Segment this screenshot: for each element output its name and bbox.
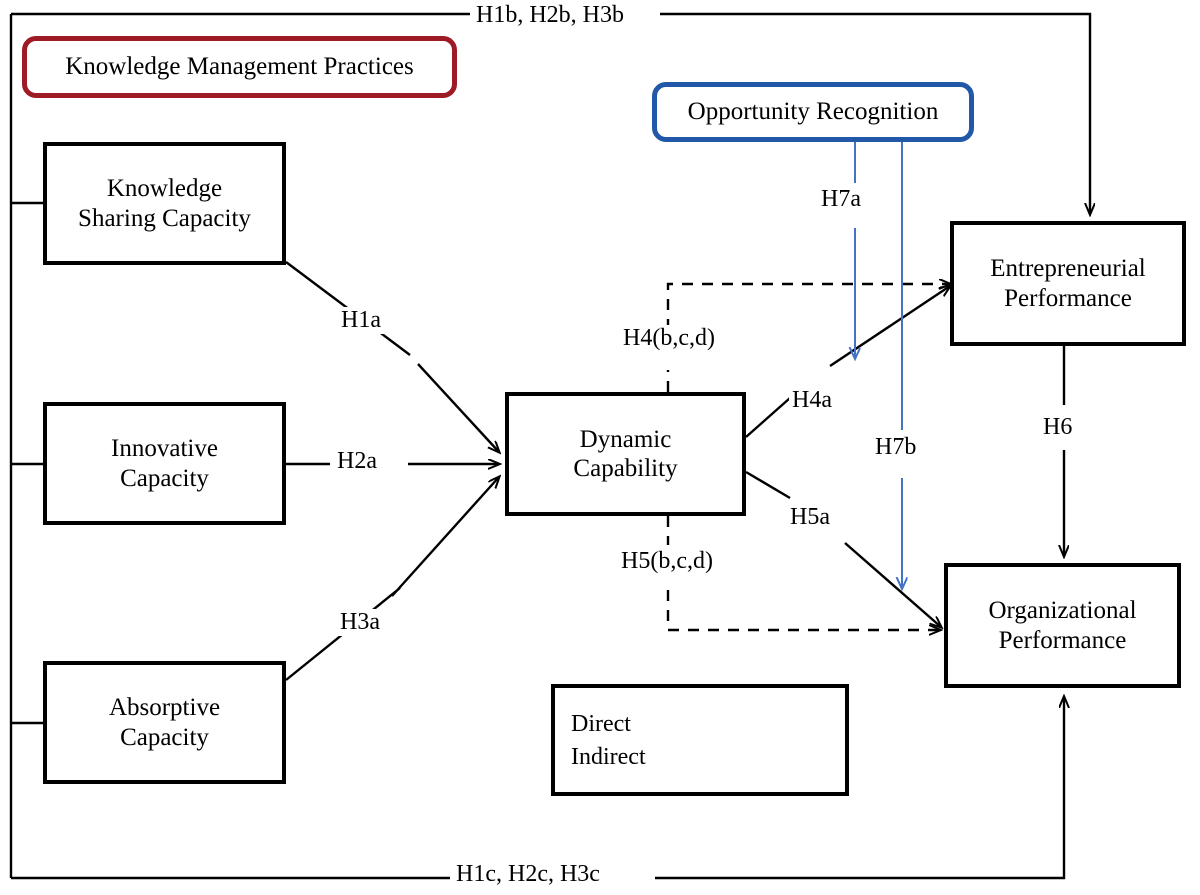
node-absorptive-capacity[interactable]: Absorptive Capacity xyxy=(43,661,286,784)
edge-h5a xyxy=(745,470,941,627)
node-dynamic-capability[interactable]: Dynamic Capability xyxy=(505,392,746,516)
legend-panel xyxy=(551,684,849,796)
edge-h3a xyxy=(285,477,499,681)
node-knowledge-sharing-capacity[interactable]: Knowledge Sharing Capacity xyxy=(43,142,286,265)
label-h4a: H4a xyxy=(789,387,835,414)
label-h2a: H2a xyxy=(334,448,380,475)
edge-h4bcd xyxy=(666,284,950,392)
label-h7a: H7a xyxy=(818,186,864,213)
legend-direct-label: Direct xyxy=(571,711,631,737)
node-innovative-capacity[interactable]: Innovative Capacity xyxy=(43,402,286,525)
label-h1a: H1a xyxy=(338,307,384,334)
label-h5bcd: H5(b,c,d) xyxy=(618,548,716,575)
node-knowledge-management-practices[interactable]: Knowledge Management Practices xyxy=(22,36,457,98)
node-entrepreneurial-performance[interactable]: Entrepreneurial Performance xyxy=(950,221,1186,346)
legend-indirect-row: Indirect xyxy=(571,744,683,771)
edge-h1c-h2c-h3c xyxy=(11,697,1064,880)
label-h5a: H5a xyxy=(787,504,833,531)
edge-h4a xyxy=(745,286,950,438)
edge-h5bcd xyxy=(666,516,940,630)
label-h1c-h2c-h3c: H1c, H2c, H3c xyxy=(453,861,603,888)
node-organizational-performance[interactable]: Organizational Performance xyxy=(944,563,1181,688)
label-h7b: H7b xyxy=(872,434,920,461)
label-h3a: H3a xyxy=(337,609,383,636)
label-h4bcd: H4(b,c,d) xyxy=(620,325,718,352)
legend-indirect-label: Indirect xyxy=(571,744,646,770)
legend-direct-row: Direct xyxy=(571,711,683,738)
label-h6: H6 xyxy=(1040,414,1076,441)
edge-h1a xyxy=(285,261,499,452)
label-h1b-h2b-h3b: H1b, H2b, H3b xyxy=(473,2,627,29)
node-opportunity-recognition[interactable]: Opportunity Recognition xyxy=(652,82,974,142)
edge-h1b-h2b-h3b xyxy=(11,12,1090,214)
